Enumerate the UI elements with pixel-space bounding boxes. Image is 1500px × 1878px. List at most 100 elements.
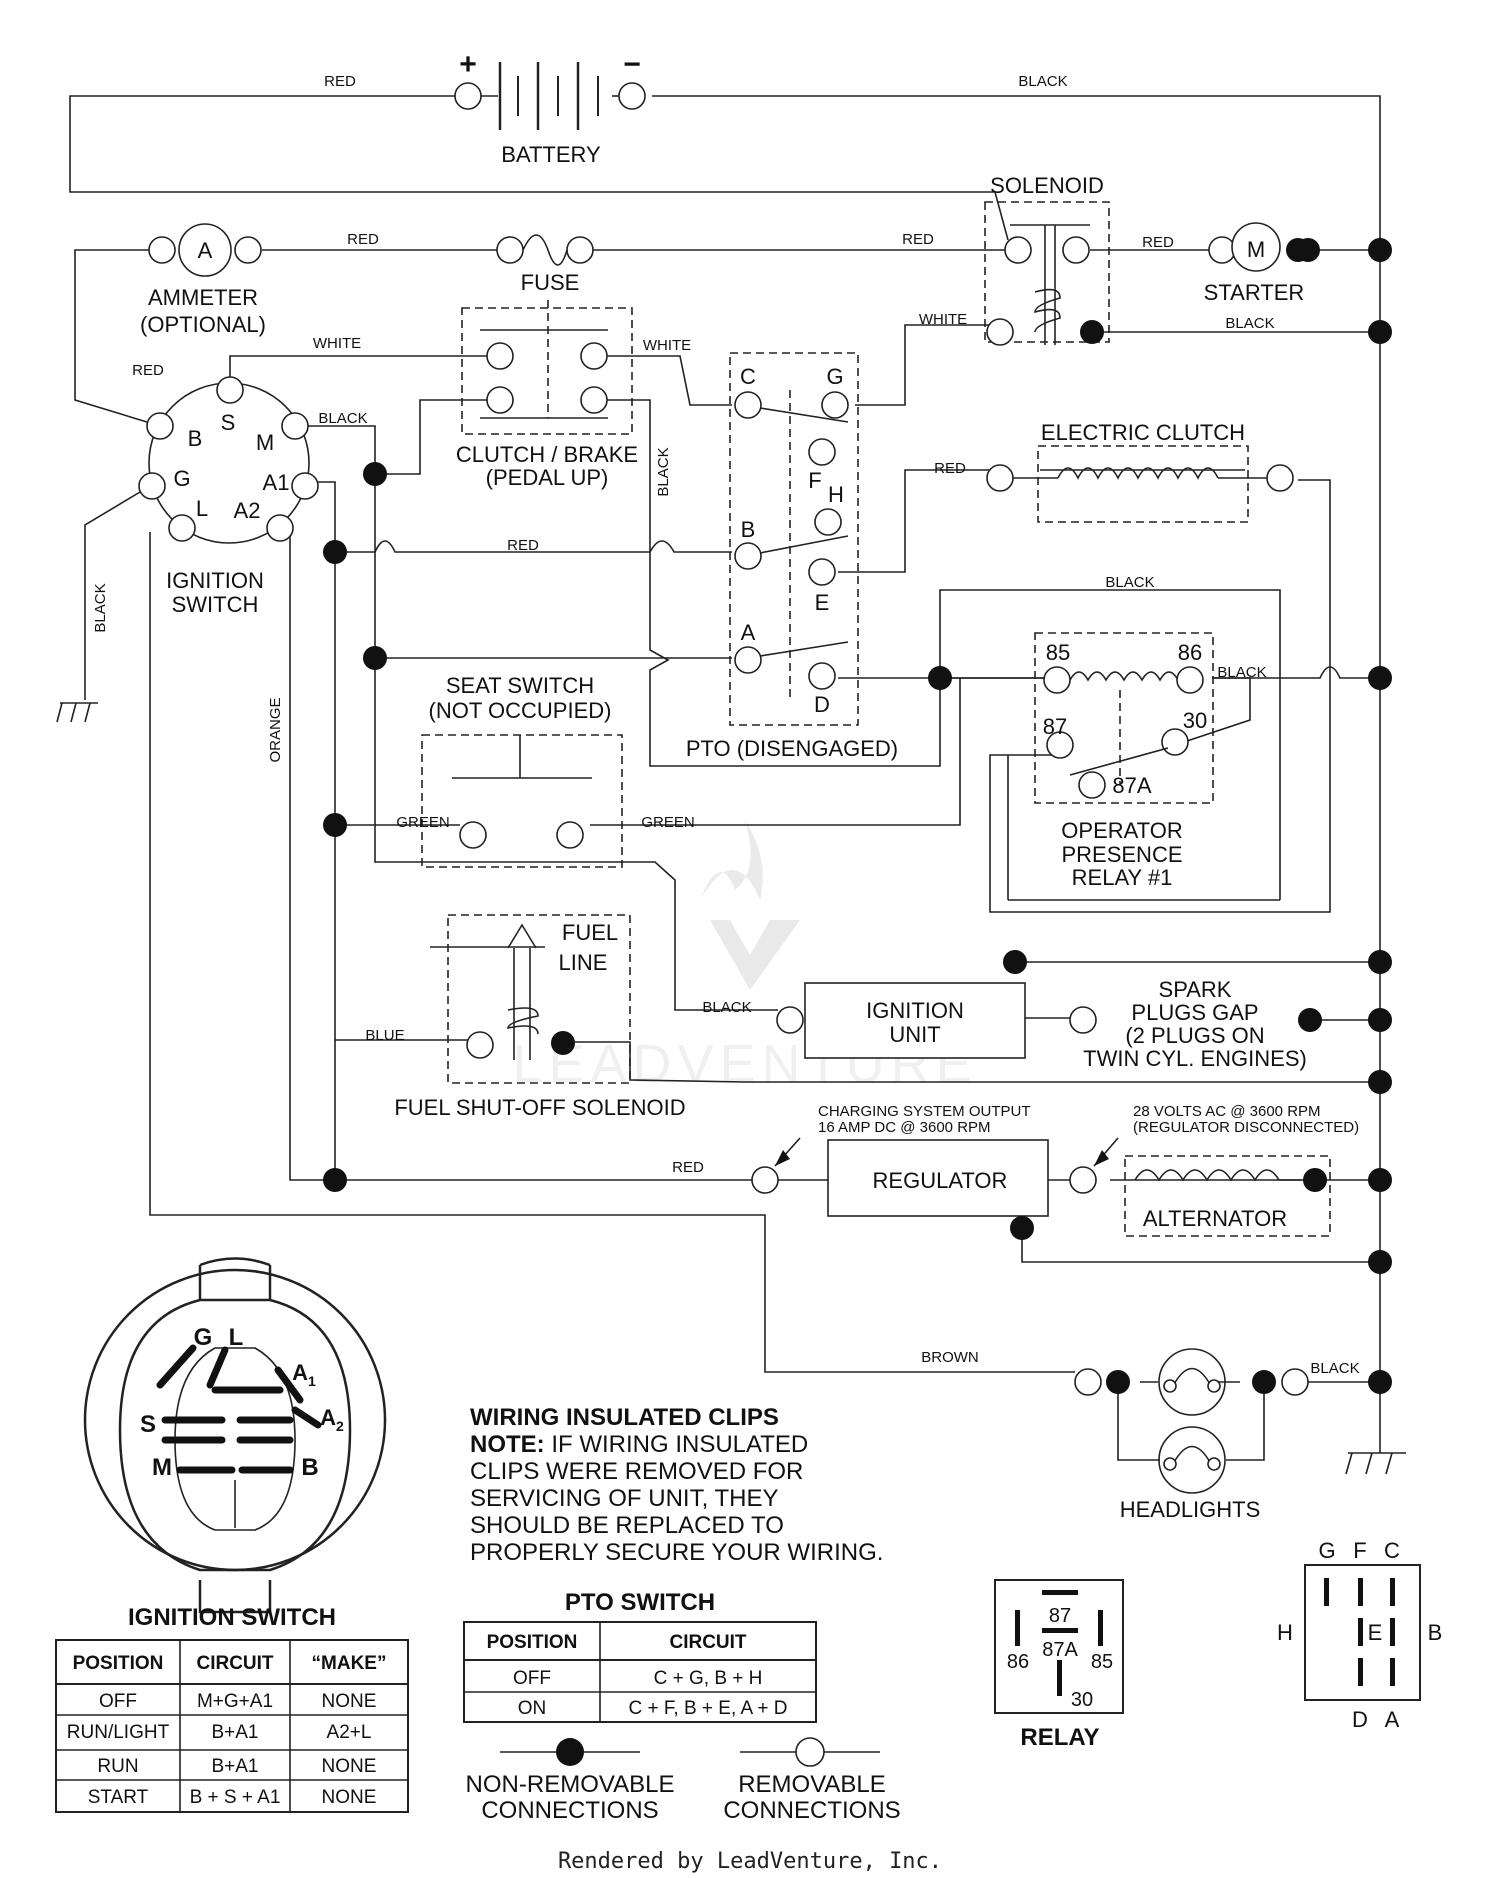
- note: WIRING INSULATED CLIPS NOTE: IF WIRING I…: [470, 1404, 883, 1566]
- relay-label-3: RELAY #1: [1072, 865, 1173, 890]
- wire-label-black-clutch-brake: BLACK: [655, 447, 672, 496]
- relay-pinout: 87 87A 86 85 30 RELAY: [994, 1579, 1124, 1751]
- ign-table-row-3-position: START: [88, 1787, 149, 1808]
- operator-presence-relay: 85 86 87 30 87A OPERATOR PRESENCE RELAY …: [1034, 632, 1214, 890]
- ground-left: [56, 702, 98, 723]
- alternator-volts-label: 28 VOLTS AC @ 3600 RPM: [1133, 1103, 1321, 1120]
- ignition-unit-label-2: UNIT: [889, 1022, 940, 1047]
- seat-switch-state: (NOT OCCUPIED): [429, 698, 612, 723]
- charging-output-rating: 16 AMP DC @ 3600 RPM: [818, 1119, 991, 1136]
- ammeter-label: AMMETER: [148, 285, 258, 310]
- spark-label-2: PLUGS GAP: [1131, 1000, 1258, 1025]
- wire-label-white-solenoid: WHITE: [919, 311, 967, 328]
- seat-switch: SEAT SWITCH (NOT OCCUPIED): [421, 673, 623, 868]
- wire-label-black-relay-top: BLACK: [1105, 574, 1154, 591]
- ign-table-header-make: “MAKE”: [312, 1653, 387, 1674]
- pto-table-row-1-circuit: C + F, B + E, A + D: [629, 1698, 788, 1719]
- legend-nonremovable-label-2: CONNECTIONS: [481, 1797, 658, 1824]
- ign-table-row-1-make: A2+L: [327, 1722, 372, 1743]
- starter: M STARTER: [1204, 222, 1310, 305]
- ign-table-row-0-position: OFF: [99, 1691, 137, 1712]
- wire-label-red-clutch: RED: [934, 460, 966, 477]
- pto-pin-F: F: [1353, 1538, 1366, 1563]
- pto-pin-G: G: [1318, 1538, 1335, 1563]
- wire-label-green-relay: GREEN: [641, 814, 694, 831]
- ign-table-row-3-circuit: B + S + A1: [190, 1787, 281, 1808]
- fuel-line-label: FUEL: [562, 920, 618, 945]
- ammeter: A AMMETER (OPTIONAL): [140, 223, 266, 337]
- fuel-shutoff-solenoid: FUEL LINE FUEL SHUT-OFF SOLENOID: [394, 914, 686, 1120]
- note-line-2: CLIPS WERE REMOVED FOR: [470, 1458, 803, 1485]
- ignition-switch: B S M G L A1 A2 IGNITION SWITCH: [138, 376, 319, 617]
- relay-pinout-title: RELAY: [1020, 1724, 1099, 1751]
- ign-term-B: B: [188, 426, 203, 451]
- face-term-M: M: [152, 1454, 172, 1481]
- note-title: WIRING INSULATED CLIPS: [470, 1404, 779, 1431]
- ign-term-L: L: [196, 496, 208, 521]
- relay-term-30: 30: [1183, 708, 1207, 733]
- wire-label-blue: BLUE: [365, 1027, 404, 1044]
- spark-plugs: SPARK PLUGS GAP (2 PLUGS ON TWIN CYL. EN…: [1003, 950, 1322, 1071]
- pto-table-header-circuit: CIRCUIT: [669, 1632, 746, 1653]
- pto-pin-B: B: [1428, 1620, 1443, 1645]
- ign-term-S: S: [221, 410, 236, 435]
- electric-clutch: ELECTRIC CLUTCH: [986, 420, 1294, 523]
- spark-label-4: TWIN CYL. ENGINES): [1083, 1046, 1307, 1071]
- wire-label-black-ignition-unit: BLACK: [702, 999, 751, 1016]
- solenoid-label: SOLENOID: [990, 173, 1104, 198]
- ign-term-M: M: [256, 430, 274, 455]
- note-line-4: SHOULD BE REPLACED TO: [470, 1512, 784, 1539]
- relay-term-85: 85: [1046, 640, 1070, 665]
- alternator: ALTERNATOR 28 VOLTS AC @ 3600 RPM (REGUL…: [1069, 1103, 1359, 1237]
- relay-label-1: OPERATOR: [1061, 818, 1182, 843]
- face-term-L: L: [229, 1324, 244, 1351]
- wire-label-black-headlights: BLACK: [1310, 1360, 1359, 1377]
- relay-term-87A: 87A: [1112, 773, 1151, 798]
- wire-label-red-ignition: RED: [132, 362, 164, 379]
- wire-label-black-ground: BLACK: [92, 583, 109, 632]
- wire-label-black-ignition: BLACK: [318, 410, 367, 427]
- face-term-G: G: [194, 1324, 213, 1351]
- pto-term-D: D: [814, 692, 830, 717]
- relay-pin-86: 86: [1007, 1651, 1029, 1673]
- legend-removable-label-2: CONNECTIONS: [723, 1797, 900, 1824]
- clutch-brake-label: CLUTCH / BRAKE: [456, 442, 638, 467]
- pto-term-F: F: [808, 468, 821, 493]
- wire-label-black-solenoid: BLACK: [1225, 315, 1274, 332]
- regulator: REGULATOR CHARGING SYSTEM OUTPUT 16 AMP …: [751, 1103, 1049, 1240]
- ign-table-row-0-circuit: M+G+A1: [197, 1691, 273, 1712]
- pto-term-E: E: [815, 590, 830, 615]
- footer-credit: Rendered by LeadVenture, Inc.: [558, 1849, 942, 1874]
- pto-term-A: A: [741, 620, 756, 645]
- ign-table-row-2-position: RUN: [97, 1756, 138, 1777]
- pto-table-title: PTO SWITCH: [565, 1589, 715, 1616]
- ign-table-header-position: POSITION: [73, 1653, 164, 1674]
- pto-term-C: C: [740, 364, 756, 389]
- wire-label-red-starter: RED: [1142, 234, 1174, 251]
- clutch-brake-switch: CLUTCH / BRAKE (PEDAL UP): [456, 300, 638, 490]
- face-term-B: B: [301, 1454, 318, 1481]
- relay-term-86: 86: [1178, 640, 1202, 665]
- pto-term-G: G: [826, 364, 843, 389]
- note-line-3: SERVICING OF UNIT, THEY: [470, 1485, 779, 1512]
- solenoid: SOLENOID: [984, 173, 1110, 346]
- pto-pin-C: C: [1384, 1538, 1400, 1563]
- wire-label-green-seat: GREEN: [396, 814, 449, 831]
- ign-term-A2: A2: [234, 498, 261, 523]
- wire-label-red-fuse: RED: [902, 231, 934, 248]
- pto-pin-A: A: [1385, 1707, 1400, 1732]
- wire-label-black-relay-86: BLACK: [1217, 664, 1266, 681]
- clutch-brake-pedal: (PEDAL UP): [486, 465, 609, 490]
- relay-term-87: 87: [1043, 714, 1067, 739]
- regulator-label: REGULATOR: [873, 1168, 1008, 1193]
- ground-right: [1345, 1382, 1406, 1475]
- battery-minus: −: [623, 48, 641, 81]
- wire-label-black-battery: BLACK: [1018, 73, 1067, 90]
- ign-term-A1: A1: [263, 470, 290, 495]
- battery: + − BATTERY: [454, 48, 646, 167]
- ign-table-header-circuit: CIRCUIT: [196, 1653, 273, 1674]
- pto-pinout: G F C H E B D A: [1277, 1538, 1442, 1732]
- battery-label: BATTERY: [501, 142, 601, 167]
- ignition-table-title: IGNITION SWITCH: [128, 1604, 336, 1631]
